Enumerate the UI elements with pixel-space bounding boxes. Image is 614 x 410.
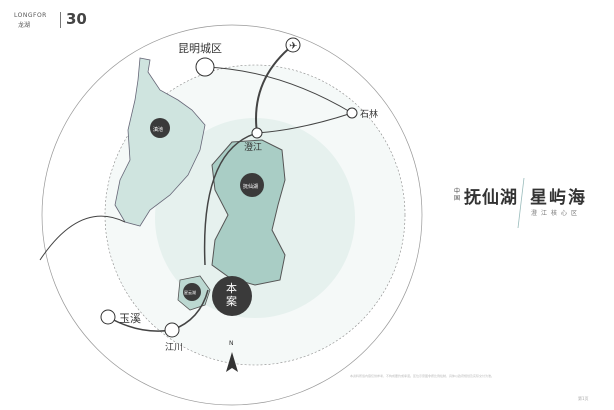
label-project: 本案 (226, 282, 237, 308)
title-xingyuhai: 星屿海 (530, 188, 587, 208)
label-shilin: 石林 (360, 110, 379, 120)
title-fuxianhu: 抚仙湖 (464, 188, 518, 208)
chengjiang-node (251, 127, 263, 139)
ring-road (203, 132, 258, 266)
label-xingyun: 星云湖 (184, 290, 196, 295)
yuxi-node (100, 309, 116, 325)
north-arrow-icon (226, 352, 238, 372)
brand-logo-en: LONGFOR (14, 12, 47, 19)
shilin-node (346, 107, 358, 119)
north-label: N (229, 340, 234, 347)
road-airport-chengjiang (255, 44, 294, 134)
anniversary-logo: 30 (66, 10, 87, 28)
brand-logo-cn: 龙湖 (18, 22, 31, 29)
jiangchuan-node (164, 322, 180, 338)
label-yuxi: 玉溪 (119, 312, 141, 325)
label-jiangchuan: 江川 (165, 343, 184, 353)
brand-divider (60, 12, 61, 28)
page-number: 第1页 (578, 396, 589, 401)
disclaimer: 本资料所载内容仅供参考，不构成要约或承诺。区位示意图非按比例绘制，具体以政府规划… (350, 374, 495, 378)
project-marker (212, 276, 252, 316)
road-chengjiang-shilin (256, 112, 353, 134)
airport-glyph: ✈ (289, 41, 297, 52)
road-west (39, 215, 126, 261)
label-kunming: 昆明城区 (178, 42, 222, 55)
label-fuxian: 抚仙湖 (243, 184, 259, 190)
dianchi-lake (114, 57, 206, 227)
road-kunming-shilin (204, 66, 353, 114)
label-dianchi: 滇池 (153, 127, 164, 133)
title-subtitle: 澄江核心区 (531, 210, 582, 217)
xingyun-badge (183, 283, 201, 301)
city-icon (195, 57, 215, 77)
title-divider (517, 178, 525, 228)
outer-ring (41, 24, 423, 406)
title-prefix: 中国 (454, 188, 461, 202)
airport-icon (285, 37, 301, 53)
label-chengjiang: 澄江 (244, 143, 263, 153)
fuxian-badge (240, 173, 264, 197)
fuxian-lake (211, 139, 286, 286)
dianchi-badge (150, 118, 170, 138)
